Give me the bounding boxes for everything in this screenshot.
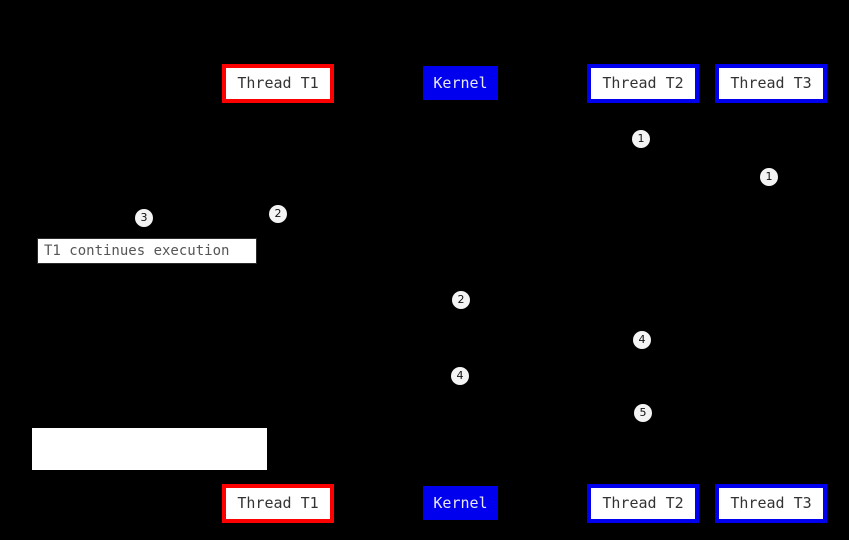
participant-label-thread-t2-top: Thread T2 xyxy=(602,74,684,92)
participant-label-thread-t2-bottom: Thread T2 xyxy=(602,494,684,512)
participant-thread-t2-bottom[interactable]: Thread T2 xyxy=(587,484,699,523)
participant-thread-t1-bottom[interactable]: Thread T1 xyxy=(222,484,334,523)
sequence-marker-label: 2 xyxy=(457,293,465,306)
sequence-marker-label: 5 xyxy=(639,406,647,419)
sequence-marker-1-t2: 1 xyxy=(632,130,650,148)
lifeline-thread-t3 xyxy=(771,103,772,484)
sequence-marker-1-t3: 1 xyxy=(760,168,778,186)
sequence-marker-2-kernel: 2 xyxy=(452,291,470,309)
participant-thread-t1-top[interactable]: Thread T1 xyxy=(222,64,334,103)
participant-label-thread-t3-bottom: Thread T3 xyxy=(730,494,812,512)
lifeline-notch-t2-bottom xyxy=(641,481,646,485)
participant-label-kernel-bottom: Kernel xyxy=(433,493,488,512)
sequence-marker-label: 1 xyxy=(765,170,773,183)
note-blank-block xyxy=(32,428,267,470)
participant-label-thread-t1-bottom: Thread T1 xyxy=(237,494,319,512)
participant-kernel-top[interactable]: Kernel xyxy=(423,66,498,100)
note-t1-continues-execution: T1 continues execution xyxy=(37,238,257,264)
sequence-marker-3-t1: 3 xyxy=(135,209,153,227)
sequence-marker-5-t2: 5 xyxy=(634,404,652,422)
participant-thread-t2-top[interactable]: Thread T2 xyxy=(587,64,699,103)
sequence-marker-4-t2: 4 xyxy=(633,331,651,349)
lifeline-thread-t2 xyxy=(643,103,644,484)
participant-label-thread-t3-top: Thread T3 xyxy=(730,74,812,92)
sequence-marker-label: 4 xyxy=(456,369,464,382)
participant-label-kernel-top: Kernel xyxy=(433,73,488,92)
lifeline-notch-t1-bottom xyxy=(276,481,281,485)
participant-kernel-bottom[interactable]: Kernel xyxy=(423,486,498,520)
sequence-marker-2-t1: 2 xyxy=(269,205,287,223)
sequence-marker-label: 2 xyxy=(274,207,282,220)
sequence-marker-label: 3 xyxy=(140,211,148,224)
participant-label-thread-t1-top: Thread T1 xyxy=(237,74,319,92)
participant-thread-t3-top[interactable]: Thread T3 xyxy=(715,64,827,103)
lifeline-notch-t3-bottom xyxy=(769,481,774,485)
lifeline-thread-t1 xyxy=(278,103,279,484)
sequence-marker-label: 1 xyxy=(637,132,645,145)
note-t1-continues-execution-text: T1 continues execution xyxy=(44,243,230,259)
sequence-marker-4-kernel: 4 xyxy=(451,367,469,385)
sequence-marker-label: 4 xyxy=(638,333,646,346)
participant-thread-t3-bottom[interactable]: Thread T3 xyxy=(715,484,827,523)
